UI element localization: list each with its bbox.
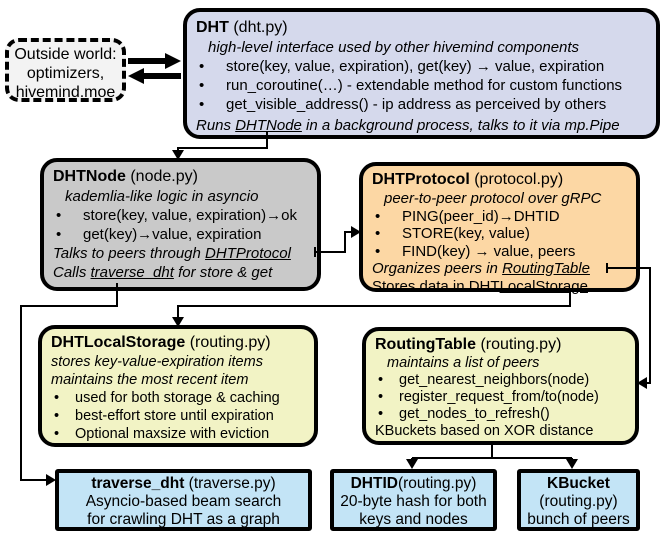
outside-world-line: Outside world: (14, 46, 117, 63)
box-dht: DHT (dht.py) high-level interface used b… (183, 8, 660, 139)
traverse-dht-line: for crawling DHT as a graph (87, 510, 280, 528)
dhtprotocol-bullet: •PING(peer_id)→DHTID (375, 207, 560, 225)
dhtprotocol-bullet: •FIND(key) → value, peers (375, 242, 576, 260)
dhtlocalstorage-bullet: •used for both storage & caching (54, 390, 280, 406)
box-kbucket: KBucket (routing.py) bunch of peers (517, 469, 640, 531)
box-dhtlocalstorage: DHTLocalStorage (routing.py) stores key-… (38, 325, 318, 447)
dhtnode-bullet: •get(key)→value, expiration (56, 226, 262, 243)
dhtnode-note-protocol: Talks to peers through DHTProtocol (53, 245, 291, 262)
dht-note: Runs DHTNode in a background process, ta… (196, 117, 620, 134)
box-outside-world: Outside world: optimizers, hivemind.moe (5, 38, 126, 102)
outside-world-line: hivemind.moe (15, 84, 116, 101)
dhtlocalstorage-bullet: •Optional maxsize with eviction (54, 426, 270, 442)
dht-bullet: •store(key, value, expiration), get(key)… (199, 58, 605, 75)
dhtnode-note-traverse: Calls traverse_dht for store & get (53, 264, 273, 281)
connector-routingtable-to-bottom (411, 445, 573, 460)
outside-world-line: optimizers, (26, 65, 105, 82)
dht-bullet: •get_visible_address() - ip address as p… (199, 96, 607, 113)
kbucket-title: KBucket (547, 475, 610, 492)
routingtable-title: RoutingTable (routing.py) (375, 336, 562, 353)
dht-title: DHT (dht.py) (196, 19, 288, 36)
kbucket-line: bunch of peers (527, 510, 630, 528)
box-dhtnode: DHTNode (node.py) kademlia-like logic in… (40, 158, 321, 291)
dhtlocalstorage-subtitle: maintains the most recent item (51, 372, 249, 388)
kbucket-file: (routing.py) (539, 493, 618, 510)
routingtable-bullet: •get_nodes_to_refresh() (378, 406, 550, 422)
dhtlocalstorage-bullet: •best-effort store until expiration (54, 408, 274, 424)
arrowhead-into-kbucket (566, 459, 578, 469)
arrow-dht-to-outside-head (128, 68, 144, 84)
traverse-dht-line: Asyncio-based beam search (85, 493, 282, 510)
routingtable-subtitle: maintains a list of peers (387, 355, 540, 371)
dhtprotocol-title: DHTProtocol (protocol.py) (372, 171, 564, 188)
dhtid-line: 20-byte hash for both (340, 493, 487, 510)
dhtnode-title: DHTNode (node.py) (53, 168, 198, 185)
dhtprotocol-note-routing: Organizes peers in RoutingTable (372, 260, 590, 277)
box-dhtprotocol: DHTProtocol (protocol.py) peer-to-peer p… (359, 162, 640, 295)
dhtnode-subtitle: kademlia-like logic in asyncio (65, 188, 259, 205)
dhtid-line: keys and nodes (359, 510, 468, 528)
routingtable-bullet: •register_request_from/to(node) (378, 389, 599, 405)
dht-subtitle: high-level interface used by other hivem… (208, 39, 580, 56)
dhtnode-bullet: •store(key, value, expiration)→ok (56, 207, 297, 224)
dhtprotocol-bullet: •STORE(key, value) (375, 225, 530, 242)
routingtable-bullet: •get_nearest_neighbors(node) (378, 372, 590, 388)
traverse-dht-title: traverse_dht (traverse.py) (91, 475, 276, 492)
box-dhtid: DHTID(routing.py) 20-byte hash for both … (330, 469, 497, 531)
arrow-outside-to-dht-head (165, 53, 181, 69)
arrows-outside-world-dht (128, 53, 181, 84)
dhtlocalstorage-title: DHTLocalStorage (routing.py) (51, 334, 271, 351)
box-routingtable: RoutingTable (routing.py) maintains a li… (362, 327, 639, 445)
routingtable-note: KBuckets based on XOR distance (375, 423, 594, 439)
box-traverse-dht: traverse_dht (traverse.py) Asyncio-based… (55, 469, 312, 531)
dht-bullet: •run_coroutine(…) - extendable method fo… (199, 77, 623, 94)
dhtlocalstorage-subtitle: stores key-value-expiration items (51, 354, 263, 370)
dhtprotocol-subtitle: peer-to-peer protocol over gRPC (384, 190, 602, 207)
dhtprotocol-note-storage: Stores data in DHTLocalStorage (372, 277, 588, 295)
arrowhead-into-dhtid (406, 459, 418, 469)
dhtid-title: DHTID(routing.py) (350, 475, 477, 492)
